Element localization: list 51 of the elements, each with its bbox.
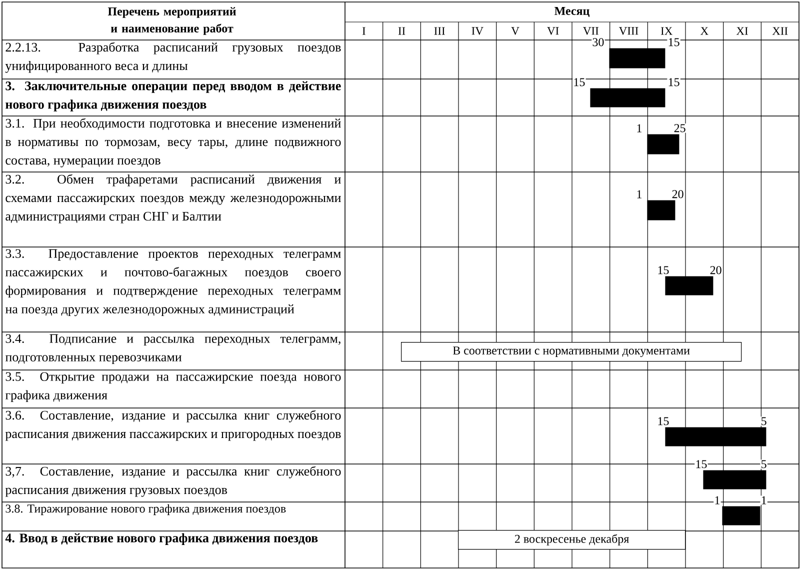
- date-label: 25: [673, 124, 686, 133]
- task-description: 3.4. Подписание и рассылка переходных телеграмм, подготовленных перевозчиками: [5, 334, 340, 364]
- date-label: 1: [714, 496, 721, 505]
- gantt-bar: [590, 88, 666, 108]
- month-header: XI: [736, 27, 748, 35]
- month-header: XII: [772, 27, 788, 35]
- gantt-bar: [703, 470, 766, 490]
- month-header: I: [362, 27, 366, 35]
- gantt-bar: [647, 134, 680, 154]
- date-label: 1: [760, 496, 768, 505]
- date-label: 1: [636, 190, 643, 199]
- month-header: V: [511, 27, 520, 35]
- date-label: 15: [656, 266, 670, 275]
- month-header: VIII: [618, 27, 638, 35]
- gantt-bar: [722, 506, 760, 526]
- task-description: 3.8. Тиражирование нового графика движения поездов: [6, 504, 286, 516]
- date-label: 5: [760, 416, 768, 426]
- date-label: 1: [636, 124, 643, 133]
- date-label: 5: [760, 460, 768, 469]
- gantt-bar: [665, 427, 766, 446]
- month-header: IV: [472, 27, 484, 35]
- task-description: 4. Ввод в действие нового графика движения поездов: [5, 533, 318, 545]
- date-label: 15: [667, 38, 680, 47]
- note-box: В соответствии с нормативными документами: [401, 342, 742, 362]
- column-header: Месяц: [554, 7, 590, 17]
- date-label: 20: [709, 266, 722, 275]
- gantt-bar: [609, 48, 666, 68]
- task-description: 3.3. Предоставление проектов переходных телеграмм пассажирских и почтово-багажных поездов своего формирования и подтверждение переходных телеграмм на поезда других железнодорожных администраций: [5, 249, 341, 316]
- date-label: 15: [694, 460, 708, 469]
- date-label: 15: [572, 78, 586, 87]
- task-description: 3,7. Составление, издание и рассылка книг служебного расписания движения грузовых поездов: [5, 466, 341, 497]
- task-description: 3.1. При необходимости подготовка и внесение изменений в нормативы по тормозам, весу тары, длине подвижного состава, нумерации поездов: [5, 118, 341, 168]
- task-description: 3.6. Составление, издание и рассылка книг служебного расписания движения пассажирских и пригородных поездов: [5, 410, 341, 441]
- task-description: 3.5. Открытие продажи на пассажирские поезда нового графика движения: [5, 372, 341, 402]
- column-header: Перечень мероприятий и наименование работ: [108, 7, 236, 35]
- month-header: II: [398, 27, 406, 35]
- note-box: 2 воскресенье декабря: [458, 530, 686, 550]
- task-description: 2.2.13. Разработка расписаний грузовых поездов унифицированного веса и длины: [5, 42, 341, 73]
- date-label: 15: [656, 416, 670, 426]
- task-description: 3.2. Обмен трафаретами расписаний движения и схемами пассажирских поездов между железнодорожными администрациями стран СНГ и Балтии: [6, 174, 341, 224]
- gantt-bar: [665, 276, 714, 296]
- date-label: 15: [667, 78, 680, 87]
- month-header: VI: [547, 27, 559, 35]
- date-label: 30: [592, 38, 605, 47]
- month-header: IX: [660, 27, 672, 35]
- gantt-bar: [647, 200, 676, 220]
- task-description: 3. Заключительные операции перед вводом в действие нового графика движения поездов: [6, 81, 341, 112]
- date-label: 20: [671, 190, 684, 199]
- month-header: III: [434, 27, 445, 35]
- month-header: X: [700, 27, 708, 35]
- month-header: VII: [583, 27, 598, 35]
